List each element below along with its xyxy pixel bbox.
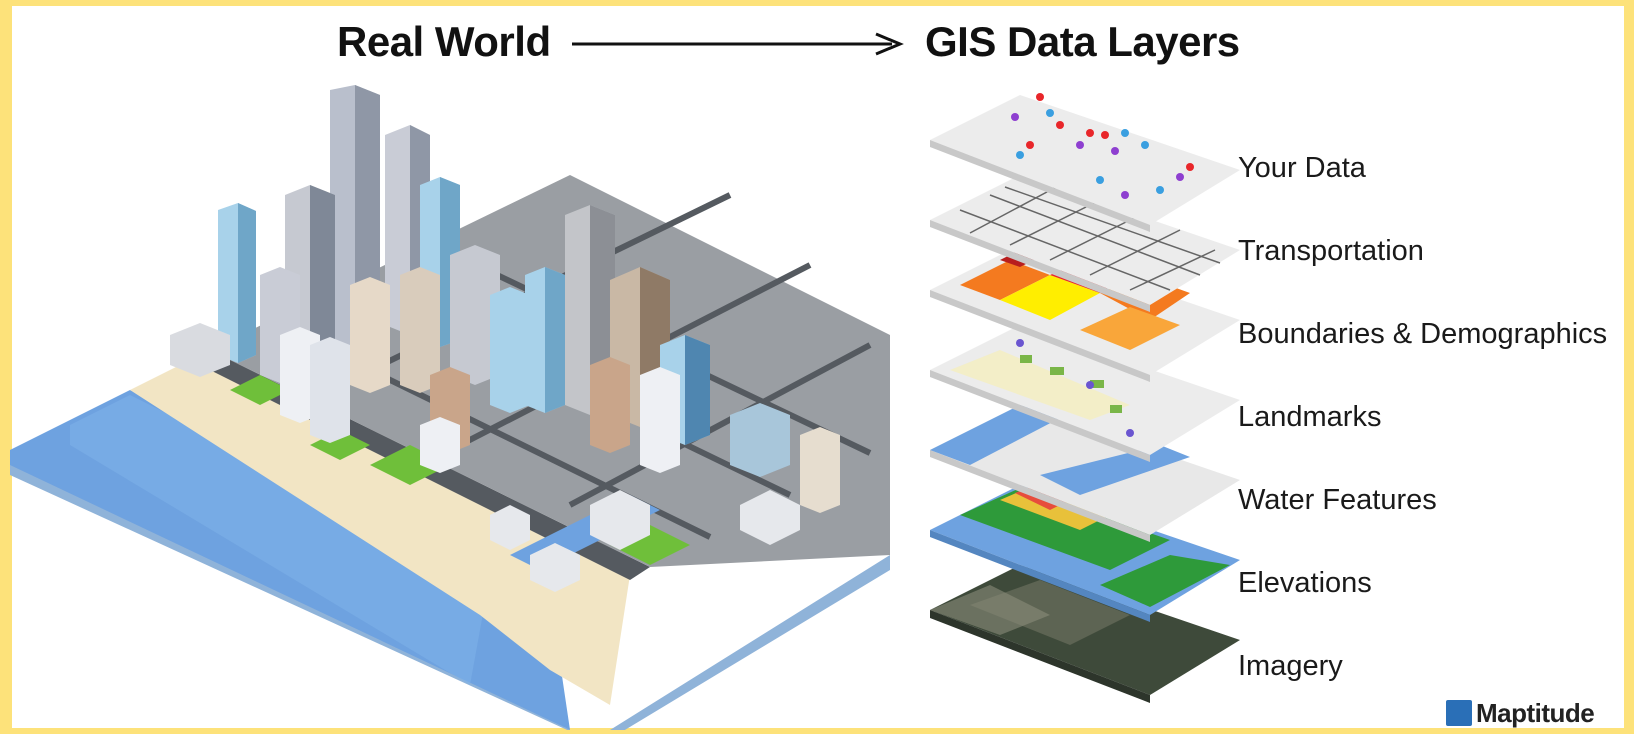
label-landmarks: Landmarks (1238, 401, 1382, 433)
label-water-features: Water Features (1238, 484, 1437, 516)
layer-elevations (930, 485, 1240, 622)
label-transportation: Transportation (1238, 235, 1424, 267)
maptitude-logo-icon (1446, 700, 1472, 726)
label-your-data: Your Data (1238, 152, 1366, 184)
gis-layers-title: GIS Data Layers (925, 18, 1240, 65)
layer-your-data (930, 93, 1240, 232)
water-area-light (70, 395, 490, 685)
layer-transportation (930, 175, 1240, 312)
buildings (170, 85, 840, 592)
arrow-right-icon (572, 32, 904, 56)
real-world-title: Real World (337, 18, 551, 65)
city-illustration (10, 85, 890, 730)
layer-imagery (930, 565, 1240, 703)
logo-text: Maptitude (1476, 698, 1595, 728)
beach (130, 360, 630, 705)
layer-water-features (930, 405, 1240, 542)
label-elevations: Elevations (1238, 567, 1372, 599)
maptitude-logo: Maptitude (1446, 698, 1626, 728)
gis-layer-stack (930, 93, 1240, 703)
layer-labels: Your Data Transportation Boundaries & De… (1238, 0, 1628, 734)
park (230, 375, 290, 405)
label-boundaries-demographics: Boundaries & Demographics (1238, 318, 1608, 350)
label-imagery: Imagery (1238, 650, 1343, 682)
layer-landmarks (930, 325, 1240, 462)
city-base-side (10, 460, 890, 730)
header: Real World GIS Data Layers (0, 10, 1634, 66)
